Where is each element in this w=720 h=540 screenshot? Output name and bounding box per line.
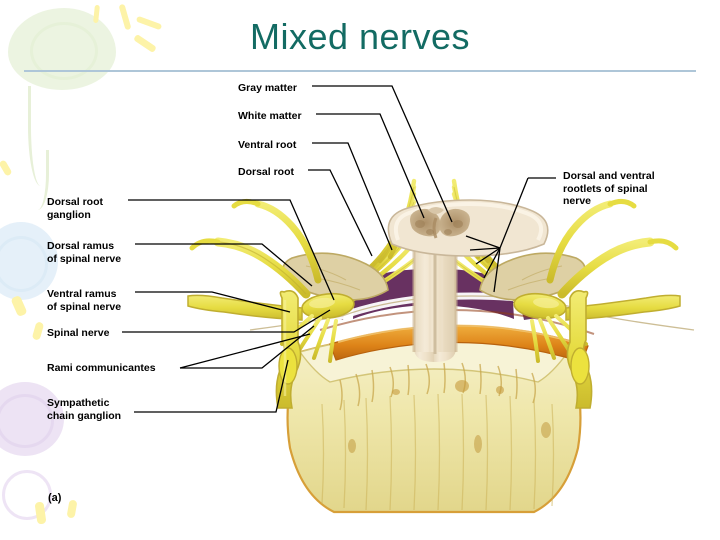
figure-letter: (a): [48, 492, 62, 504]
label-sympathetic-chain-ganglion: Sympathetic chain ganglion: [47, 397, 122, 422]
leader-rootlets-5: [483, 247, 501, 279]
leader-white-matter: [316, 113, 425, 219]
label-spinal-nerve: Spinal nerve: [47, 327, 110, 339]
leader-rootlets-1: [499, 177, 529, 249]
label-dorsal-ventral-rootlets: Dorsal and ventral rootlets of spinal ne…: [563, 170, 655, 207]
leader-dorsal-root-ganglion: [128, 199, 335, 301]
title-divider: [24, 70, 696, 72]
label-white-matter: White matter: [238, 110, 302, 122]
leader-gray-matter: [312, 85, 453, 223]
page-title: Mixed nerves: [249, 16, 471, 57]
leader-dorsal-root: [308, 169, 373, 257]
leader-dorsal-ramus: [135, 243, 313, 287]
label-dorsal-ramus: Dorsal ramus of spinal nerve: [47, 240, 122, 265]
label-ventral-ramus: Ventral ramus of spinal nerve: [47, 288, 122, 313]
leader-sympathetic-chain-ganglion: [134, 359, 289, 413]
leader-rootlets-6: [493, 247, 501, 293]
leader-ventral-root: [312, 142, 393, 251]
leader-rootlets-2: [465, 235, 501, 249]
label-rami-communicantes: Rami communicantes: [47, 362, 156, 374]
leader-rami-communicantes-2: [179, 333, 311, 369]
label-gray-matter: Gray matter: [238, 82, 297, 94]
leader-spinal-nerve: [122, 309, 331, 333]
label-dorsal-root: Dorsal root: [238, 166, 295, 178]
leader-ventral-ramus: [135, 291, 291, 313]
leader-rami-communicantes: [180, 325, 315, 369]
leader-rootlets-4: [475, 247, 501, 265]
label-ventral-root: Ventral root: [238, 139, 297, 151]
leader-rootlets-3: [469, 247, 501, 251]
label-dorsal-root-ganglion: Dorsal root ganglion: [47, 196, 104, 221]
